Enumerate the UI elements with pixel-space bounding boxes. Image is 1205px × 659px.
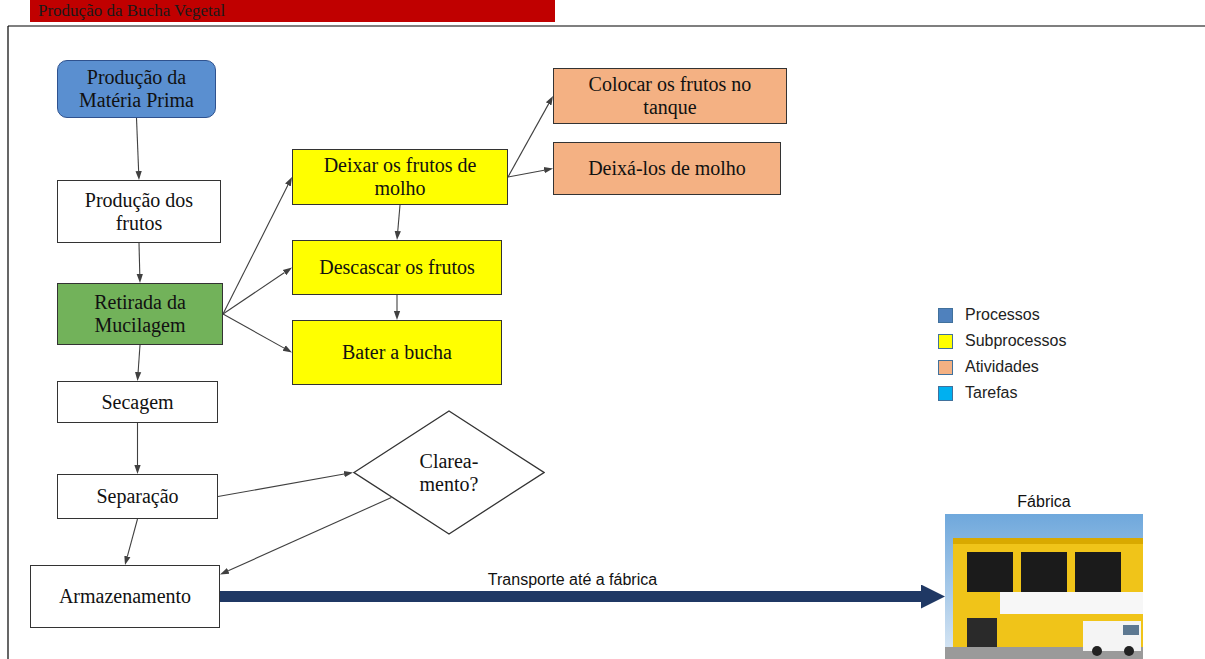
legend-swatch — [938, 386, 953, 401]
van-wheel — [1124, 646, 1134, 656]
step-box: Produção dos frutos — [57, 180, 221, 243]
flow-arrow — [218, 474, 344, 496]
edge-label: Transporte até a fábrica — [485, 571, 660, 589]
legend-label: Processos — [965, 306, 1040, 324]
legend-label: Subprocessos — [965, 332, 1066, 350]
node-label: Retirada da Mucilagem — [58, 291, 222, 337]
van-window — [1123, 625, 1139, 635]
node-label: Armazenamento — [53, 585, 197, 608]
banner — [1000, 592, 1143, 614]
step-box: Separação — [57, 474, 218, 519]
subprocess-box: Bater a bucha — [292, 320, 502, 385]
flow-arrow — [127, 519, 137, 556]
process-box: Produção da Matéria Prima — [57, 60, 216, 118]
window — [967, 552, 1013, 592]
node-label: Deixá-los de molho — [582, 157, 752, 180]
activity-box: Deixá-los de molho — [553, 142, 781, 195]
flow-arrow — [138, 345, 140, 372]
window — [1075, 552, 1121, 592]
flow-arrow — [508, 104, 549, 177]
legend-row: Processos — [938, 302, 1066, 328]
flow-arrow — [137, 423, 138, 465]
flow-arrow — [138, 243, 140, 274]
subprocess-box: Descascar os frutos — [292, 240, 502, 295]
flow-arrow — [228, 498, 391, 571]
van-wheel — [1092, 646, 1102, 656]
frame-line — [7, 26, 8, 659]
picture-heading: Fábrica — [1011, 492, 1076, 512]
diamond-shape — [354, 411, 544, 534]
flow-arrow — [137, 118, 139, 171]
flow-arrow — [508, 170, 544, 177]
legend-label: Tarefas — [965, 384, 1017, 402]
legend-row: Tarefas — [938, 380, 1066, 406]
flow-arrow — [398, 205, 400, 231]
subprocess-box: Deixar os frutos de molho — [292, 149, 508, 205]
node-label: Separação — [90, 485, 184, 508]
van-body — [1083, 621, 1141, 651]
node-label: Colocar os frutos no tanque — [554, 73, 786, 119]
flow-arrow — [396, 295, 397, 311]
factory-picture: Fábrica — [945, 492, 1143, 659]
node-label: Produção da Matéria Prima — [58, 66, 215, 112]
title-band: Produção da Bucha Vegetal — [30, 0, 555, 22]
legend-swatch — [938, 360, 953, 375]
decision-diamond: Clarea- mento? — [353, 410, 545, 535]
step-box: Secagem — [57, 381, 218, 423]
transport-arrow — [220, 591, 921, 602]
window — [1021, 552, 1067, 592]
node-label: Secagem — [95, 391, 179, 414]
activity-box: Colocar os frutos no tanque — [553, 68, 787, 124]
flow-arrow — [223, 273, 285, 314]
factory-illustration — [945, 514, 1143, 659]
legend-swatch — [938, 334, 953, 349]
step-box: Retirada da Mucilagem — [57, 283, 223, 345]
building-roof — [953, 538, 1143, 544]
legend-row: Subprocessos — [938, 328, 1066, 354]
node-label: Bater a bucha — [336, 341, 458, 364]
node-label: Deixar os frutos de molho — [293, 154, 507, 200]
node-label: Descascar os frutos — [313, 256, 481, 279]
flow-arrow — [223, 185, 288, 314]
legend: ProcessosSubprocessosAtividadesTarefas — [938, 302, 1066, 406]
flow-arrow — [223, 314, 284, 348]
node-label: Produção dos frutos — [58, 189, 220, 235]
door — [967, 618, 997, 647]
legend-row: Atividades — [938, 354, 1066, 380]
step-box: Armazenamento — [30, 565, 220, 628]
legend-label: Atividades — [965, 358, 1039, 376]
node-label: Clarea- mento? — [397, 450, 501, 496]
sky — [945, 514, 1143, 659]
frame-line — [8, 25, 1205, 26]
legend-swatch — [938, 308, 953, 323]
